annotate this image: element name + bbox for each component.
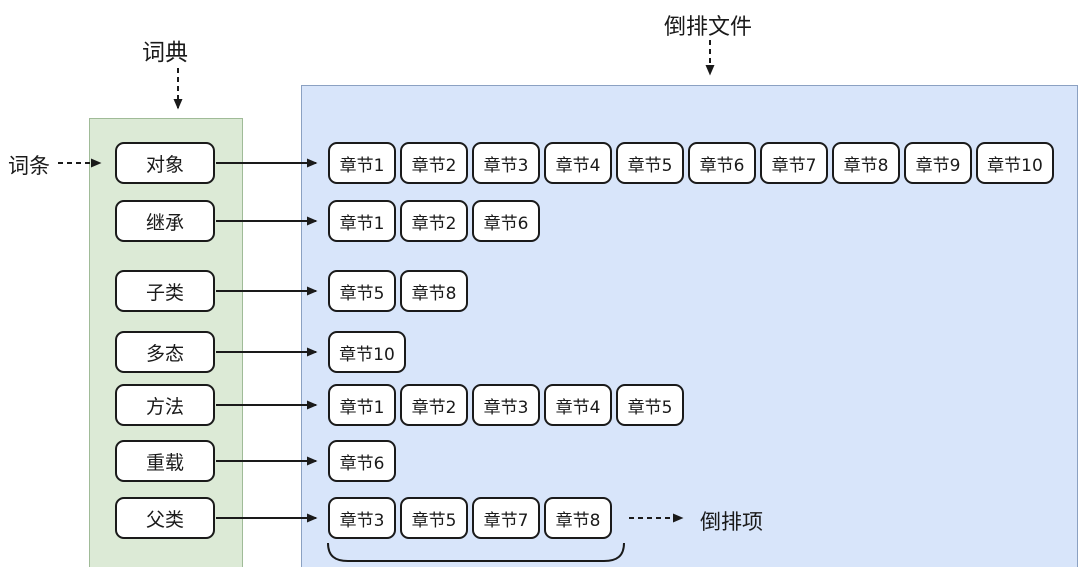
chapter-posting-box: 章节5: [616, 384, 684, 426]
posting-list-polymorphism: 章节10: [328, 331, 406, 373]
chapter-posting-box: 章节10: [328, 331, 406, 373]
chapter-posting-box: 章节2: [400, 200, 468, 242]
chapter-posting-box: 章节8: [400, 270, 468, 312]
chapter-posting-box: 章节10: [976, 142, 1054, 184]
chapter-posting-box: 章节5: [328, 270, 396, 312]
term-box-parentclass: 父类: [115, 497, 215, 539]
chapter-posting-box: 章节6: [328, 440, 396, 482]
posting-label: 倒排项: [700, 510, 763, 534]
chapter-posting-box: 章节9: [904, 142, 972, 184]
chapter-posting-box: 章节2: [400, 384, 468, 426]
chapter-posting-box: 章节7: [472, 497, 540, 539]
chapter-posting-box: 章节3: [472, 142, 540, 184]
term-box-object: 对象: [115, 142, 215, 184]
chapter-posting-box: 章节3: [328, 497, 396, 539]
chapter-posting-box: 章节6: [688, 142, 756, 184]
term-box-method: 方法: [115, 384, 215, 426]
chapter-posting-box: 章节4: [544, 384, 612, 426]
chapter-posting-box: 章节5: [400, 497, 468, 539]
chapter-posting-box: 章节4: [544, 142, 612, 184]
chapter-posting-box: 章节6: [472, 200, 540, 242]
inverted-file-label: 倒排文件: [664, 15, 753, 40]
chapter-posting-box: 章节7: [760, 142, 828, 184]
posting-list-overload: 章节6: [328, 440, 396, 482]
term-box-overload: 重载: [115, 440, 215, 482]
chapter-posting-box: 章节2: [400, 142, 468, 184]
chapter-posting-box: 章节3: [472, 384, 540, 426]
chapter-posting-box: 章节1: [328, 200, 396, 242]
chapter-posting-box: 章节1: [328, 384, 396, 426]
chapter-posting-box: 章节1: [328, 142, 396, 184]
chapter-posting-box: 章节8: [832, 142, 900, 184]
term-label: 词条: [8, 154, 50, 178]
term-box-polymorphism: 多态: [115, 331, 215, 373]
term-box-subclass: 子类: [115, 270, 215, 312]
chapter-posting-box: 章节5: [616, 142, 684, 184]
dictionary-label: 词典: [142, 40, 188, 66]
term-box-inherit: 继承: [115, 200, 215, 242]
chapter-posting-box: 章节8: [544, 497, 612, 539]
